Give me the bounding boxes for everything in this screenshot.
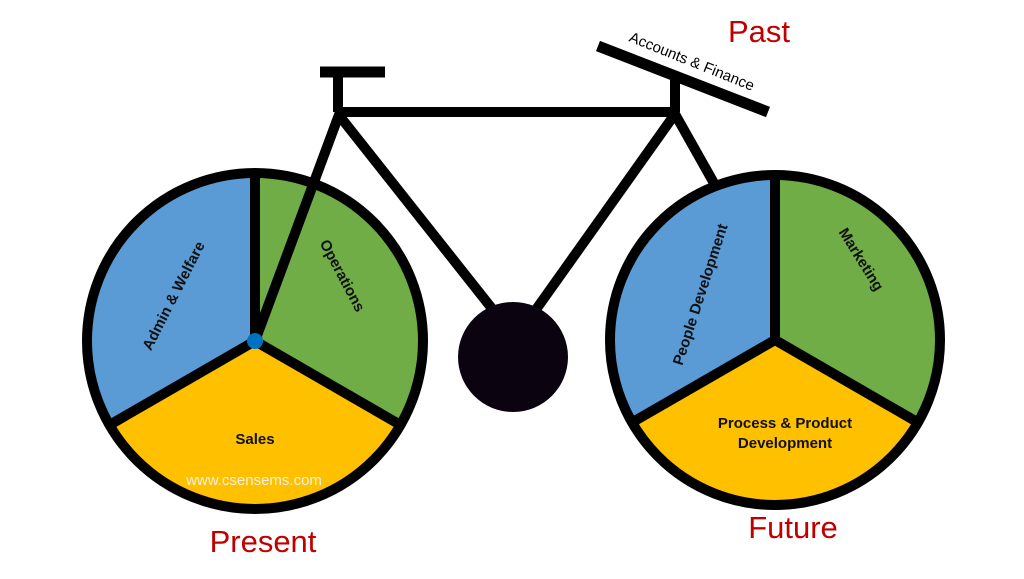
hub-dot	[247, 333, 263, 349]
label-process-product-2: Development	[738, 435, 832, 452]
right-wheel	[605, 170, 945, 510]
bike-frame	[250, 40, 770, 343]
label-future: Future	[748, 510, 838, 545]
label-process-product-1: Process & Product	[718, 415, 852, 432]
left-wheel-spokes	[107, 173, 403, 430]
label-present: Present	[210, 524, 317, 559]
crank-circle	[458, 302, 568, 412]
right-wheel-spokes	[629, 175, 921, 427]
watermark: www.csensems.com	[185, 472, 322, 489]
label-sales: Sales	[235, 431, 274, 448]
label-past: Past	[728, 14, 790, 49]
